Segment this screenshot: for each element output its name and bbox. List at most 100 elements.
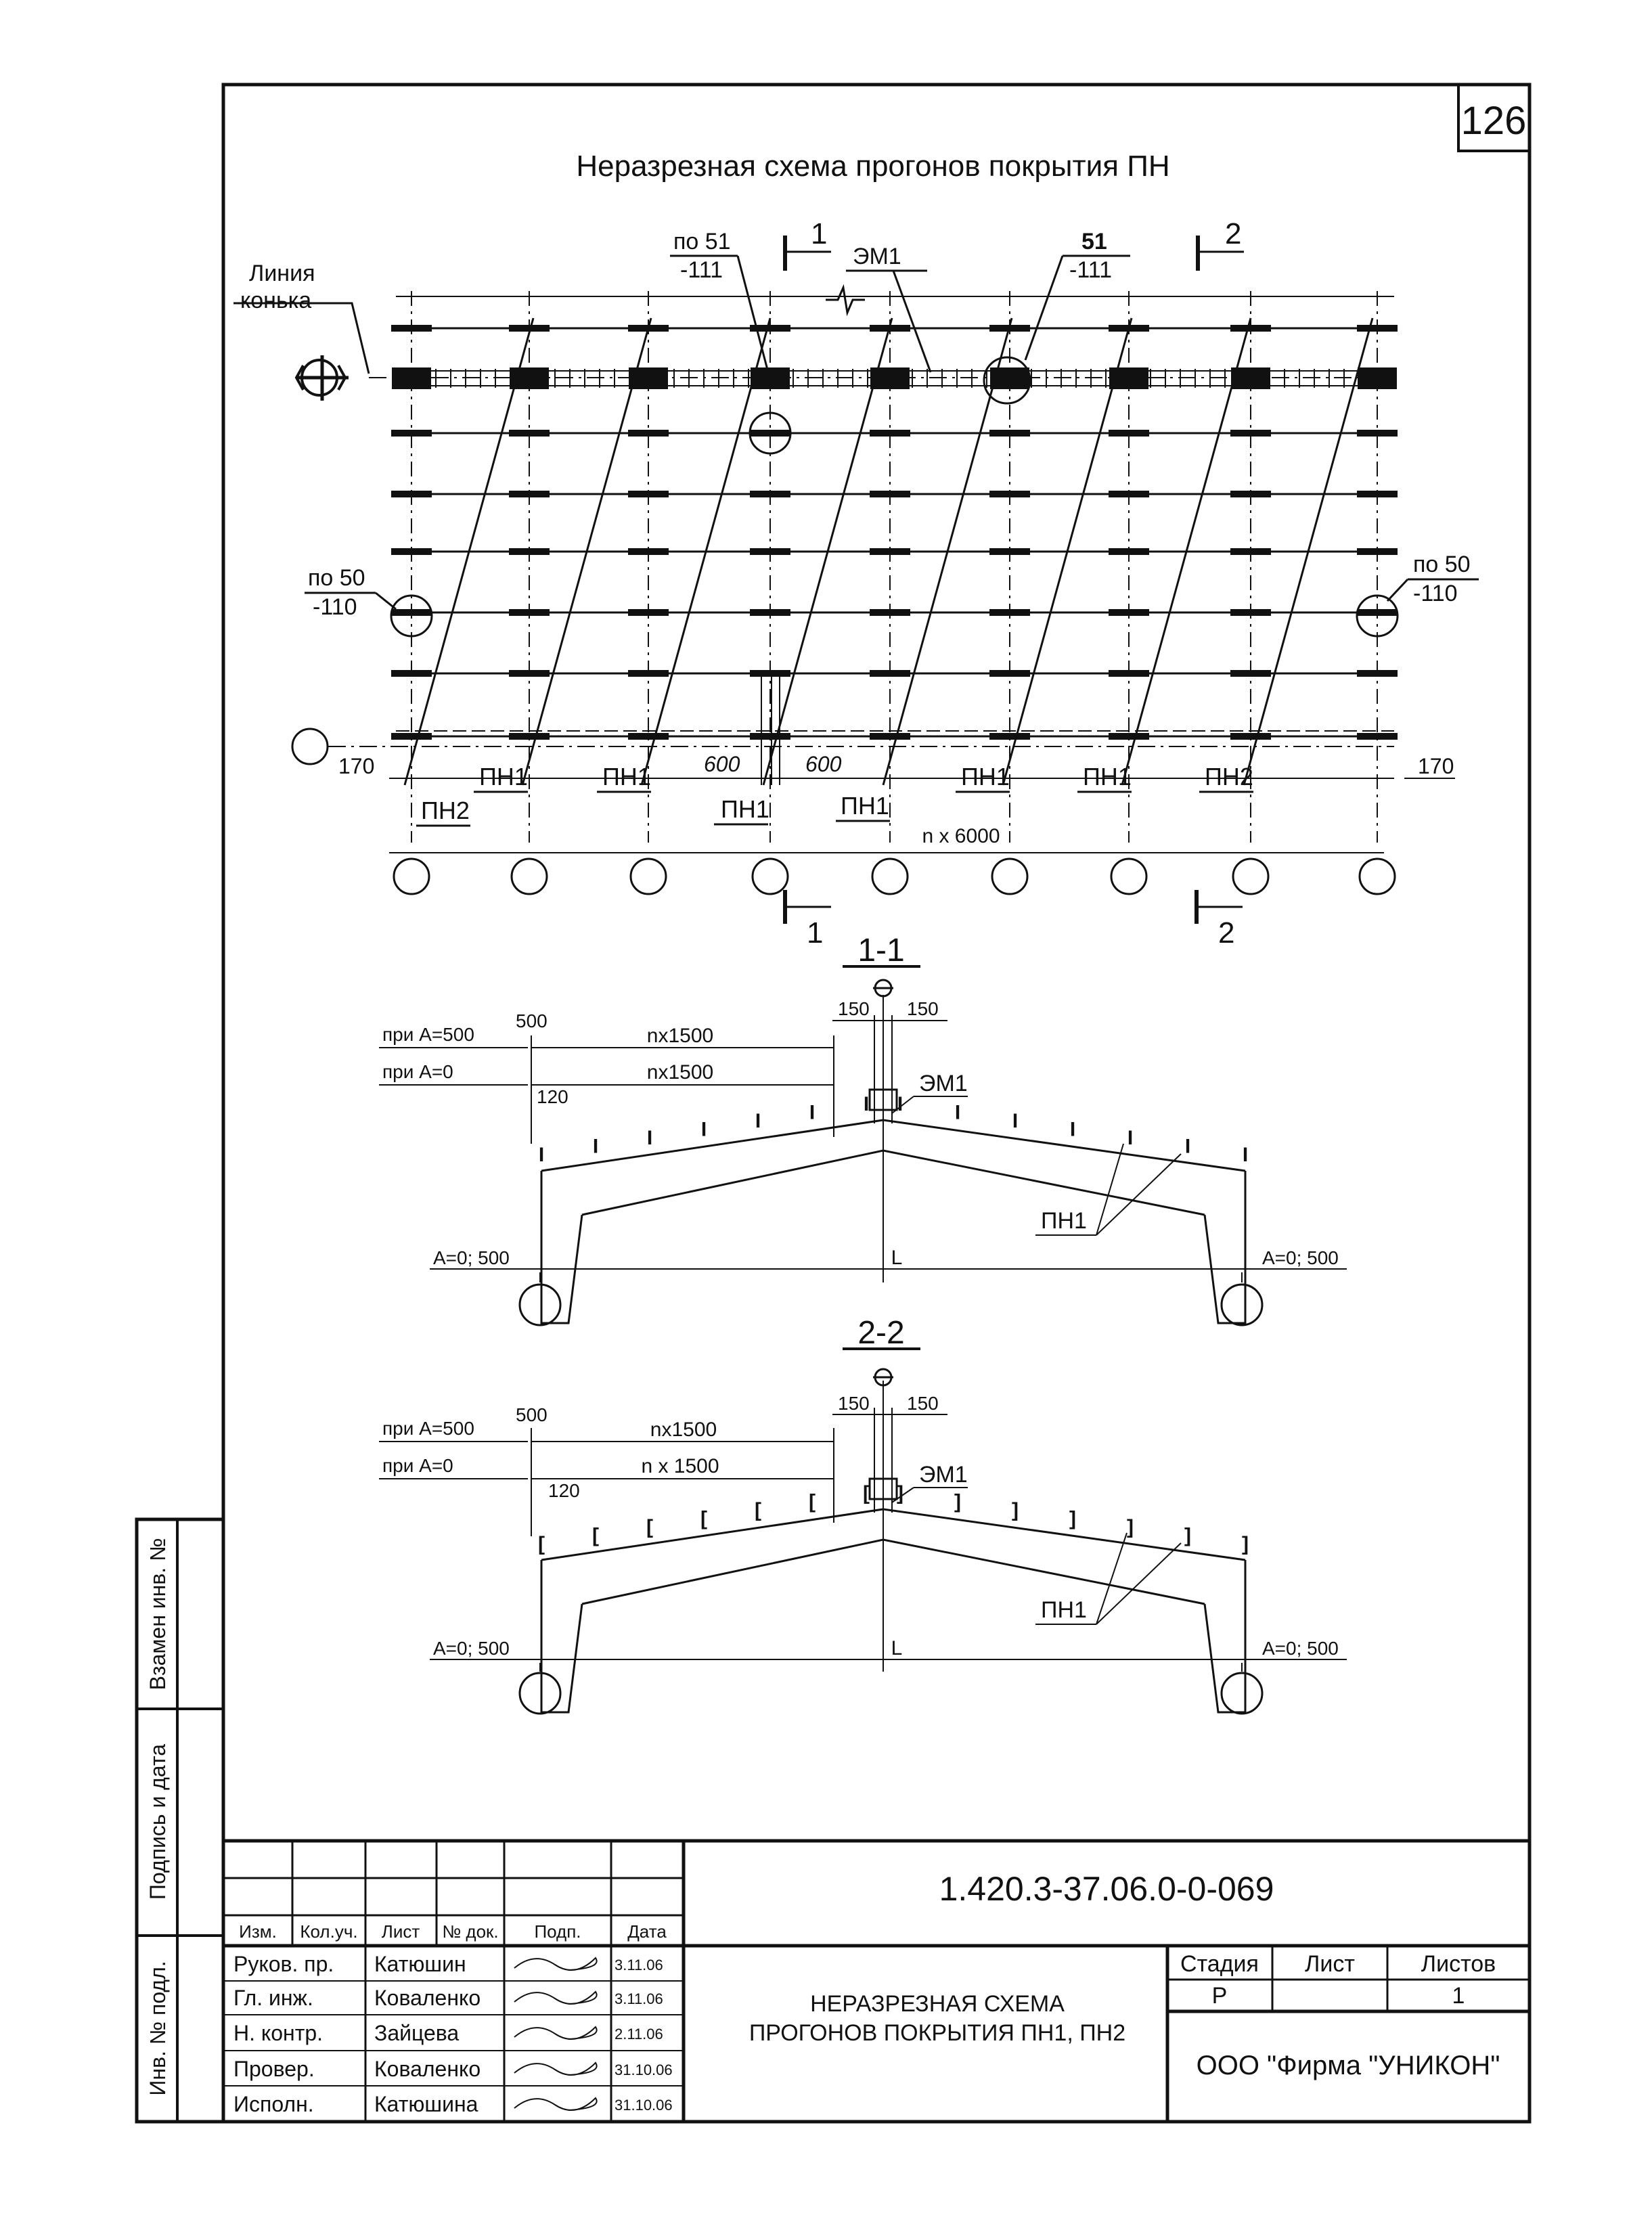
column-axis-marker	[1232, 857, 1270, 895]
rafter-bottom	[581, 1538, 1205, 1605]
ridge-node	[1109, 367, 1148, 389]
tb-date: 3.11.06	[615, 1957, 663, 1973]
tb-role: Н. контр.	[233, 2021, 323, 2045]
side-stamp: Взамен инв. № Подпись и дата Инв. № подл…	[135, 1517, 225, 2124]
ridge-element	[868, 1477, 898, 1500]
purlin-section-symbol: ]	[1012, 1499, 1019, 1521]
s2-support-right: А=0; 500	[1262, 1638, 1339, 1659]
diagonal-tie	[1121, 317, 1252, 786]
signature-icon	[514, 2097, 598, 2111]
purlin-section-symbol: I	[1128, 1127, 1133, 1149]
purlin-section-symbol: I	[897, 1093, 903, 1115]
signature-icon	[514, 1957, 598, 1971]
s1-axis-left	[518, 1283, 562, 1326]
purlin-section-symbol: I	[593, 1136, 598, 1158]
signature-icon	[514, 1990, 598, 2005]
section-2-2-title: 2-2	[857, 1315, 904, 1351]
s2-a0-label: при А=0	[382, 1455, 453, 1476]
column-left-inner	[555, 1214, 583, 1324]
pn1-label-f: ПН1	[1083, 763, 1132, 790]
tb-name: Зайцева	[374, 2021, 459, 2045]
section1-mark-top: 1	[811, 217, 827, 250]
purlin-section-symbol: [	[538, 1533, 545, 1555]
stage-header: Стадия	[1180, 1951, 1259, 1977]
column-left-inner	[555, 1603, 583, 1714]
purlin-section-symbol: ]	[897, 1482, 903, 1504]
ridge-node	[990, 367, 1029, 389]
ridge-node	[392, 367, 431, 389]
diagonal-tie	[762, 317, 893, 786]
ridge-node	[510, 367, 549, 389]
section-2-2: 2-2 при А=500 при А=0 500 120 nx1500 n x…	[379, 1315, 1347, 1715]
s1-dim-500: 500	[516, 1010, 548, 1031]
s1-axis-right	[1220, 1283, 1264, 1326]
s1-dim-150-right: 150	[907, 998, 939, 1019]
ridge-element	[868, 1088, 898, 1111]
pn2-label-left: ПН2	[421, 797, 470, 824]
s2-n1500-bottom: n x 1500	[641, 1455, 719, 1477]
pn1-label-c: ПН1	[721, 795, 769, 823]
diagonal-tie	[521, 317, 652, 786]
ridge-node	[1231, 367, 1270, 389]
sheet-number: 126	[1461, 99, 1527, 143]
ref-111-right: -111	[1069, 257, 1112, 283]
end-node-callout-left	[390, 594, 433, 638]
column-right	[1232, 1560, 1247, 1714]
purlin-section-symbol: I	[1185, 1136, 1190, 1158]
s2-pn1-label: ПН1	[1041, 1597, 1087, 1623]
column-axis-marker	[1358, 857, 1396, 895]
s2-ridge-symbol-icon	[873, 1368, 893, 1387]
s1-support-right: А=0; 500	[1262, 1247, 1339, 1268]
column-left	[540, 1560, 555, 1714]
sheet-header: Лист	[1305, 1951, 1355, 1977]
ridge-node	[1358, 367, 1397, 389]
plan-diagonal-ties	[403, 317, 1374, 786]
tb-role: Провер.	[233, 2057, 315, 2081]
ref-51-right: 51	[1081, 229, 1107, 254]
column-axis-markers	[393, 857, 1396, 895]
signature-icon	[514, 2061, 598, 2076]
dim-170-left: 170	[338, 754, 374, 778]
ridge-line-label-1: Линия	[249, 261, 315, 286]
drawing-name-line-1: НЕРАЗРЕЗНАЯ СХЕМА	[810, 1991, 1065, 2017]
stage-value: Р	[1212, 1983, 1228, 2009]
span-dimension: n x 6000	[922, 825, 1000, 847]
tb-role: Руков. пр.	[233, 1952, 334, 1976]
designation-code: 1.420.3-37.06.0-0-069	[939, 1870, 1274, 1908]
dim-600-right: 600	[805, 752, 842, 776]
tb-date: 31.10.06	[615, 2097, 673, 2114]
purlin-section-symbol: I	[647, 1127, 652, 1149]
section-1-1-title: 1-1	[857, 933, 904, 968]
s2-purlins: [][][][][][][]	[538, 1477, 1249, 1555]
column-right	[1232, 1171, 1247, 1324]
ref-110-right: -110	[1413, 581, 1458, 606]
tb-name: Катюшина	[374, 2092, 478, 2116]
diagonal-tie	[1243, 317, 1374, 786]
column-axis-marker	[751, 857, 789, 895]
s2-frame-outline	[540, 1508, 1247, 1714]
inv-orig-label: Инв. № подл.	[146, 1961, 170, 2095]
signature-icon	[514, 2026, 598, 2040]
ridge-node-callout	[983, 356, 1031, 405]
section2-mark-top: 2	[1225, 217, 1241, 250]
rafter-top	[541, 1508, 1246, 1561]
s1-a500-label: при А=500	[382, 1024, 474, 1045]
ridge-symbol-icon	[294, 355, 349, 401]
purlin-section-symbol: ]	[1242, 1533, 1249, 1555]
pn1-label-e: ПН1	[961, 763, 1010, 790]
tb-name: Коваленко	[374, 1986, 481, 2010]
column-right-inner	[1203, 1214, 1232, 1324]
end-node-callout-right	[1356, 594, 1399, 638]
purlin-section-symbol: I	[955, 1102, 960, 1124]
purlin-section-symbol: ]	[1069, 1508, 1076, 1530]
break-symbol	[826, 284, 865, 317]
column-axis-marker	[871, 857, 909, 895]
s1-ridge-symbol-icon	[873, 979, 893, 998]
tb-role: Исполн.	[233, 2092, 314, 2116]
s1-support-left: А=0; 500	[433, 1247, 510, 1268]
ridge-node	[629, 367, 668, 389]
s1-em1-label: ЭМ1	[919, 1071, 968, 1096]
s2-support-left: А=0; 500	[433, 1638, 510, 1659]
